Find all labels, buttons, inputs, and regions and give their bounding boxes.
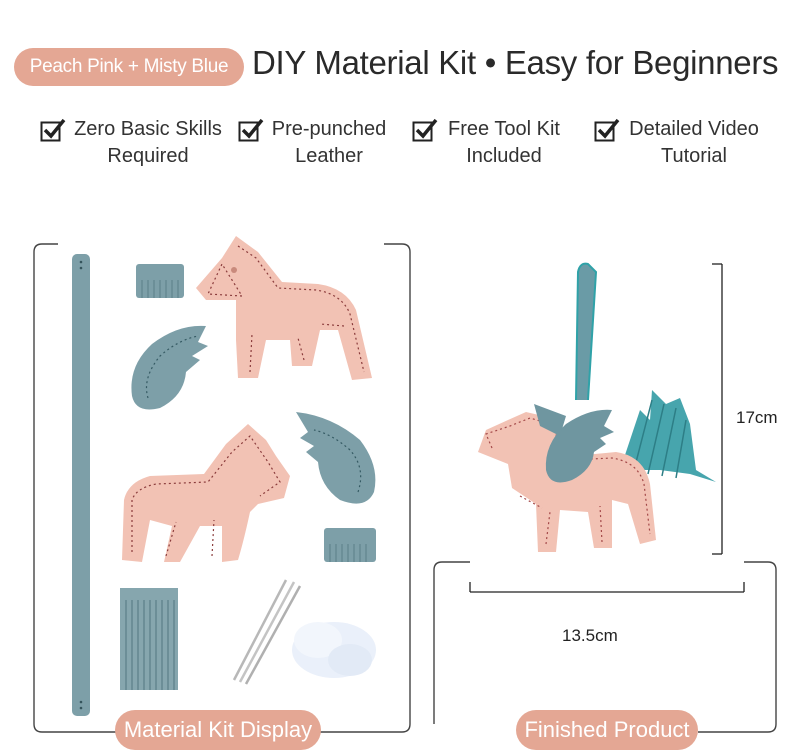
feature-item: Free Tool Kit Included — [412, 116, 566, 170]
feature-line: Detailed Video — [629, 118, 759, 140]
cotton-filling — [292, 622, 376, 678]
material-kit-label: Material Kit Display — [115, 710, 321, 750]
feature-item: Pre-punched Leather — [238, 116, 390, 170]
checkbox-icon — [594, 118, 620, 142]
feature-item: Detailed Video Tutorial — [594, 116, 764, 170]
blue-wing-piece — [131, 325, 208, 410]
width-dimension-line — [469, 582, 745, 593]
small-fringe-piece — [324, 528, 376, 562]
checkbox-icon — [412, 118, 438, 142]
checkbox-icon — [40, 118, 66, 142]
page-title: DIY Material Kit • Easy for Beginners — [252, 44, 779, 81]
feature-line: Leather — [295, 145, 363, 167]
feature-line: Pre-punched — [271, 118, 387, 140]
leather-strap-piece — [72, 254, 90, 716]
pink-horse-piece — [196, 236, 372, 380]
finished-horse-charm — [478, 262, 716, 552]
height-label: 17cm — [736, 408, 778, 427]
feature-line: Included — [466, 145, 542, 167]
large-fringe-piece — [120, 588, 178, 690]
finished-panel-frame — [433, 561, 777, 733]
feature-line: Tutorial — [661, 145, 727, 167]
width-label: 13.5cm — [562, 626, 618, 645]
small-fringe-piece — [136, 264, 184, 298]
pink-horse-piece — [122, 424, 290, 562]
height-dimension-line — [712, 263, 723, 555]
color-variant-badge: Peach Pink + Misty Blue — [14, 48, 244, 86]
feature-line: Zero Basic Skills — [74, 118, 222, 140]
checkbox-icon — [238, 118, 264, 142]
feature-line: Required — [107, 145, 189, 167]
material-panel-frame — [33, 243, 411, 733]
blue-wing-piece — [296, 412, 376, 504]
finished-product-label: Finished Product — [516, 710, 698, 750]
feature-item: Zero Basic Skills Required — [40, 116, 226, 170]
sewing-needles — [232, 579, 302, 685]
feature-line: Free Tool Kit — [448, 118, 560, 140]
